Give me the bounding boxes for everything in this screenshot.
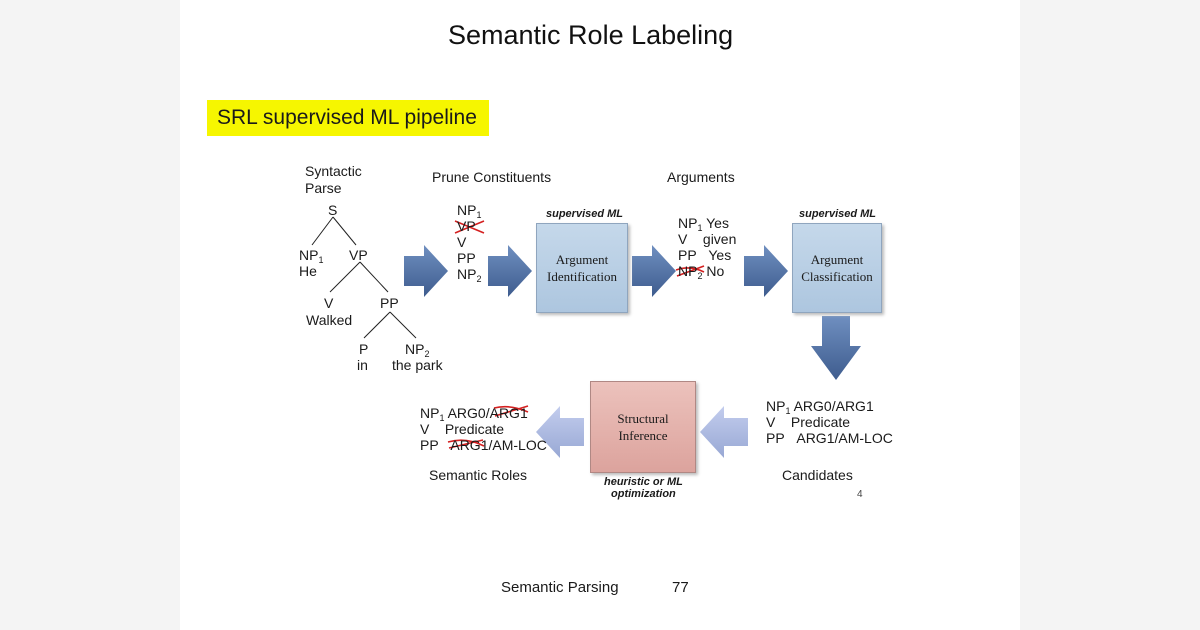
- tree-leaf-walked: Walked: [306, 312, 353, 328]
- slide-title: Semantic Role Labeling: [448, 20, 734, 50]
- prune-item-struck: VP: [457, 218, 476, 234]
- pipeline-arrows: [404, 245, 861, 380]
- semantic-roles-label: Semantic Roles: [429, 467, 528, 483]
- tree-leaf-in: in: [357, 357, 368, 373]
- structural-caption-line1: heuristic or ML: [604, 476, 683, 488]
- tree-leaf-the-park: the park: [392, 357, 443, 373]
- tree-node-vp: VP: [349, 247, 368, 263]
- highlight-banner: SRL supervised ML pipeline: [207, 100, 489, 136]
- inner-page-number: 4: [857, 489, 863, 500]
- arrow-left-icon: [536, 406, 584, 458]
- arrow-right-icon: [488, 245, 532, 297]
- candidate-row: NP1 ARG0/ARG1: [766, 398, 874, 416]
- candidate-row: PP ARG1/AM-LOC: [766, 430, 893, 446]
- parse-label-line2: Parse: [305, 180, 342, 196]
- arrow-left-icon: [700, 406, 748, 458]
- candidate-row: V Predicate: [766, 414, 851, 430]
- prune-item: NP2: [457, 266, 482, 284]
- argument-row-struck: NP2 No: [678, 263, 725, 281]
- parse-tree-edges: [311, 216, 417, 339]
- prune-item: PP: [457, 250, 476, 266]
- prune-label: Prune Constituents: [432, 169, 552, 185]
- prune-item: NP1: [457, 202, 482, 220]
- semantic-role-row: V Predicate: [420, 421, 505, 437]
- arg-id-caption: supervised ML: [546, 208, 624, 220]
- strike-marks: [447, 220, 705, 449]
- arguments-label: Arguments: [667, 169, 735, 185]
- footer-title: Semantic Parsing: [501, 579, 619, 596]
- structural-caption-line2: optimization: [611, 488, 676, 500]
- argument-row: PP Yes: [678, 247, 732, 263]
- semantic-role-row: PP ARG1/AM-LOC: [420, 437, 547, 453]
- tree-node-s: S: [328, 202, 338, 218]
- argument-row: NP1 Yes: [678, 215, 729, 233]
- arrow-down-icon: [811, 316, 861, 380]
- tree-node-np1: NP1: [299, 247, 324, 265]
- footer-page-number: 77: [672, 579, 689, 596]
- pipeline-arrows-light: [536, 406, 748, 458]
- candidates-label: Candidates: [782, 467, 853, 483]
- arg-class-caption: supervised ML: [799, 208, 877, 220]
- arrow-right-icon: [404, 245, 448, 297]
- tree-leaf-he: He: [299, 263, 317, 279]
- prune-item: V: [457, 234, 467, 250]
- tree-node-p: P: [359, 341, 369, 357]
- tree-node-np2: NP2: [405, 341, 430, 359]
- tree-node-pp: PP: [380, 295, 399, 311]
- semantic-role-row: NP1 ARG0/ARG1: [420, 405, 528, 423]
- arrow-right-icon: [744, 245, 788, 297]
- parse-label-line1: Syntactic: [305, 163, 362, 179]
- argument-row: V given: [678, 231, 737, 247]
- arrow-right-icon: [632, 245, 676, 297]
- tree-node-v: V: [324, 295, 334, 311]
